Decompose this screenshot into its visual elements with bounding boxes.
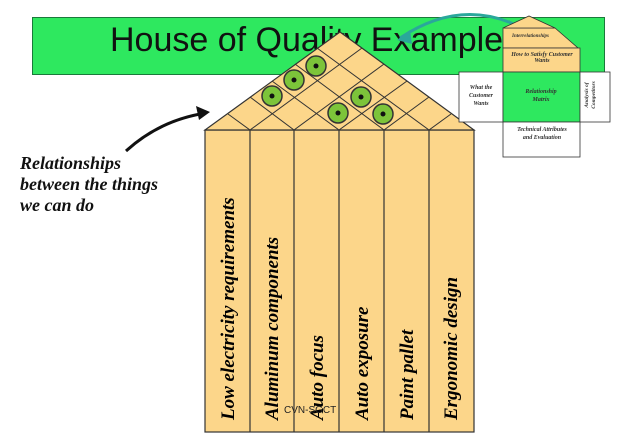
teal-arrow-head-left (397, 30, 412, 44)
column-label: Low electricity requirements (218, 197, 239, 420)
slide-title: House of Quality Example (110, 21, 504, 59)
column-label: Aluminum components (262, 236, 283, 420)
strong-relationship-marker (327, 102, 349, 124)
mini-roof-label: Interrelationships (512, 34, 549, 39)
teal-arrow (399, 12, 519, 40)
mini-top-label: How to Satisfy Customer Wants (511, 52, 573, 64)
mini-top (502, 47, 581, 73)
mini-center-label: Relationship Matrix (525, 89, 557, 103)
strong-relationship-marker (261, 85, 283, 107)
column-label: Ergonomic design (441, 276, 462, 420)
pointer-arrow-head (196, 106, 210, 120)
column-label: Paint pallet (397, 329, 418, 420)
mini-left-label: What the Customer Wants (468, 85, 493, 107)
mini-bottom (502, 121, 581, 158)
mini-house-diagram (458, 15, 611, 158)
mini-center (502, 71, 581, 123)
mini-bottom-label: Technical Attributes and Evaluation (517, 127, 567, 141)
roof-grid (227, 47, 452, 131)
strong-relationship-marker (350, 86, 372, 108)
side-note: Relationships between the things we can … (20, 153, 158, 216)
column-label: Auto exposure (352, 306, 373, 421)
mini-right (579, 71, 611, 123)
mini-left (458, 71, 504, 123)
relationship-markers (261, 55, 394, 125)
mini-right-label: Analysis of Competitors (584, 81, 597, 109)
side-note-line: Relationships (20, 153, 122, 173)
strong-relationship-marker (305, 55, 327, 77)
pointer-arrow (124, 111, 207, 153)
footer-text: CVN-SGCT (284, 405, 337, 416)
side-note-line: we can do (20, 195, 94, 215)
strong-relationship-marker (283, 69, 305, 91)
strong-relationship-marker (372, 103, 394, 125)
side-note-line: between the things (20, 174, 159, 194)
